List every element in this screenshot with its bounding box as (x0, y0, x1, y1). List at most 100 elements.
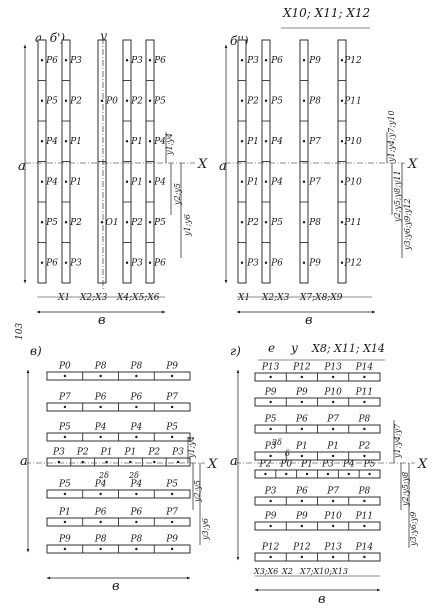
bolt-point (135, 547, 138, 551)
rib-label: P1 (69, 137, 82, 147)
rib-label: P2 (259, 460, 272, 470)
panel-d-top-dim-1: e (268, 341, 275, 355)
bolt-point (99, 435, 102, 439)
rib-label: P8 (308, 218, 321, 228)
bolt-point (99, 374, 102, 378)
rib-label: P12 (343, 56, 362, 66)
rib-label: P11 (355, 512, 374, 522)
rib-label: P1 (246, 137, 259, 147)
rib-label: P5 (270, 218, 283, 228)
rib-label: P6 (270, 258, 283, 268)
rib-label: P4 (94, 423, 107, 433)
panel-a-side-dim-2: y2;y5 (173, 183, 182, 206)
rib-label: P11 (343, 96, 362, 106)
bolt-point (63, 405, 67, 409)
rib-label: P0 (105, 96, 118, 106)
rib-label: P5 (270, 96, 283, 106)
rib-label: P12 (292, 543, 311, 553)
rib-label: P9 (264, 388, 277, 398)
rib-label: P12 (292, 363, 311, 373)
rib-label: P6 (295, 415, 308, 425)
rib-label: P2 (130, 218, 143, 228)
rib-label: P8 (308, 96, 321, 106)
rib-label: P6 (153, 56, 166, 66)
bolt-point (105, 460, 108, 464)
rib-label: P4 (129, 423, 142, 433)
bolt-point (300, 427, 304, 431)
bolt-point (135, 405, 138, 409)
bolt-point (64, 59, 68, 62)
rib-label: P3 (52, 448, 65, 458)
panel-a-axis-x: X (197, 157, 208, 172)
rib-label: P8 (94, 535, 107, 545)
panel-d-bottom-dim-3: X7;X10;X13 (299, 567, 348, 576)
bolt-point (125, 99, 129, 102)
rib-label: P7 (308, 137, 321, 147)
bolt-point (100, 99, 104, 102)
bolt-point (302, 221, 306, 224)
panel-d-mid-dim-1: 2δ (271, 438, 282, 447)
rib-label: P9 (264, 512, 277, 522)
panel-d-mid-dim-2: δ (285, 449, 290, 458)
rib-label: P1 (100, 448, 113, 458)
bolt-point (57, 460, 61, 464)
bolt-point (300, 499, 304, 503)
rib-label: P2 (69, 218, 82, 228)
rib-label: P3 (171, 448, 184, 458)
rib-label: P2 (130, 96, 143, 106)
panel-b-side-dim-3: y3;y6;y9;y12 (403, 198, 412, 251)
bolt-point (170, 520, 174, 524)
bolt-point (240, 180, 244, 183)
bolt-point (64, 99, 68, 102)
rib-label: P6 (94, 508, 107, 518)
rib-label: P0 (279, 460, 292, 470)
bolt-point (170, 492, 174, 496)
bolt-point (363, 499, 366, 503)
panel-b-side-dim-2: y2;y5;y8;y11 (393, 170, 402, 223)
rib-label: P10 (323, 512, 342, 522)
bolt-point (264, 261, 268, 264)
bolt-point (170, 547, 174, 551)
rib-label: P8 (94, 362, 107, 372)
bolt-point (326, 472, 330, 476)
bolt-point (331, 499, 335, 503)
bolt-point (264, 140, 268, 143)
rib-label: P5 (45, 96, 58, 106)
bolt-point (340, 261, 344, 264)
rib-label: P7 (165, 393, 178, 403)
bolt-point (99, 405, 102, 409)
bolt-point (363, 400, 366, 404)
bolt-point (170, 405, 174, 409)
bolt-point (300, 400, 304, 404)
panel-b-dim-b: в (305, 313, 313, 328)
rib-label: P4 (129, 480, 142, 490)
rib-label: P4 (94, 480, 107, 490)
bolt-point (125, 261, 129, 264)
bolt-point (240, 221, 244, 224)
rib-label: P1 (58, 508, 71, 518)
bolt-point (340, 99, 344, 102)
bolt-point (64, 180, 68, 183)
bolt-point (285, 472, 288, 476)
rib-label: P9 (295, 512, 308, 522)
rib-label: P4 (45, 137, 58, 147)
panel-b: б'') X10; X11; X12 P3P2P1P1P2P3P6P5P4P4P… (219, 6, 418, 328)
panel-a-dim-a: a (18, 159, 26, 174)
panel-a-bottom-dim-3: X4;X5;X6 (116, 293, 160, 303)
panel-c-dim-b: в (112, 579, 120, 594)
rib-label: P6 (295, 487, 308, 497)
bolt-point (125, 221, 129, 224)
rib-label: P4 (342, 460, 355, 470)
bolt-point (40, 261, 44, 264)
bolt-point (331, 454, 335, 458)
panel-c-dim-a: a (20, 454, 28, 469)
bolt-point (269, 555, 272, 559)
bolt-point (99, 547, 102, 551)
panel-b-bottom-dim-2: X2;X3 (261, 293, 290, 303)
panel-c-side-dim-2: y2;y5 (193, 480, 202, 503)
bolt-point (135, 520, 138, 524)
bolt-point (269, 375, 272, 379)
rib-label: P11 (343, 218, 362, 228)
panel-d-label: г) (230, 344, 241, 358)
